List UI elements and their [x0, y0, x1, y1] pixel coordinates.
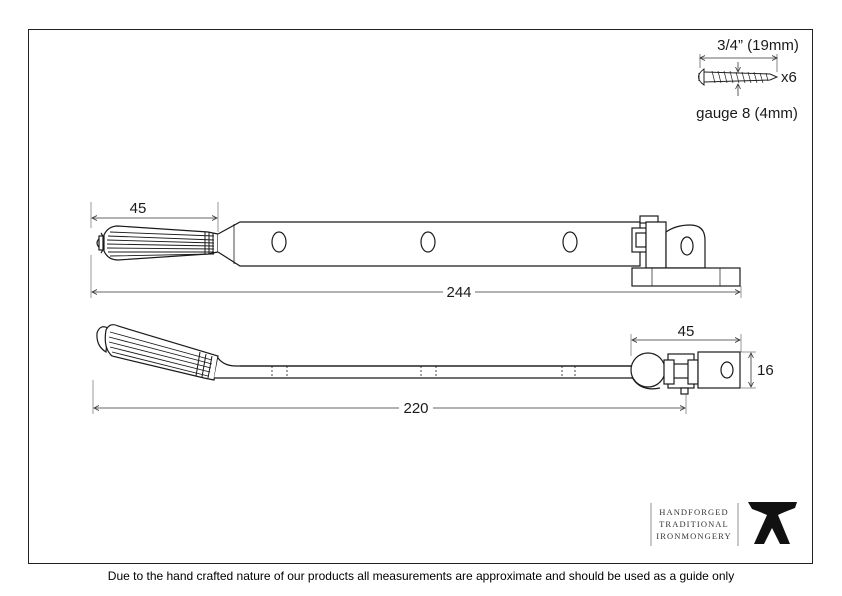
- screw-gauge-label: gauge 8 (4mm): [696, 105, 798, 122]
- screw-length-label: 3/4” (19mm): [717, 37, 799, 54]
- bar-hole: [562, 231, 578, 253]
- anvil-icon: [748, 502, 797, 544]
- handle-knob-icon: [96, 232, 106, 254]
- top-view-dimensions: 45 244: [90, 200, 742, 301]
- screw-detail: 3/4” (19mm) x6 gauge 8 (4mm): [696, 37, 799, 122]
- height-label: 16: [757, 362, 774, 379]
- brand-line-1: HANDFORGED: [659, 507, 729, 517]
- measurement-disclaimer: Due to the hand crafted nature of our pr…: [107, 569, 735, 583]
- side-view: [96, 324, 741, 395]
- side-view-dimensions: 45 16 220: [92, 323, 774, 417]
- handle-length-label: 45: [130, 200, 147, 217]
- brand-line-2: TRADITIONAL: [659, 519, 729, 529]
- pivot-width-label: 45: [678, 323, 695, 340]
- reeded-handle: [103, 225, 219, 261]
- pivot-plate: [631, 215, 741, 287]
- top-view: [96, 215, 741, 287]
- drawing-frame: [28, 29, 813, 564]
- side-reeded-handle: [104, 324, 219, 381]
- brand-line-3: IRONMONGERY: [656, 531, 731, 541]
- screw-icon: [698, 68, 779, 86]
- side-pivot-assembly: [630, 351, 741, 395]
- screw-quantity-label: x6: [781, 69, 797, 86]
- overall-length-label: 244: [446, 284, 471, 301]
- brand-logo: HANDFORGED TRADITIONAL IRONMONGERY: [650, 502, 797, 546]
- bar-hole: [420, 231, 436, 253]
- bar-hole: [271, 231, 287, 253]
- stay-length-label: 220: [403, 400, 428, 417]
